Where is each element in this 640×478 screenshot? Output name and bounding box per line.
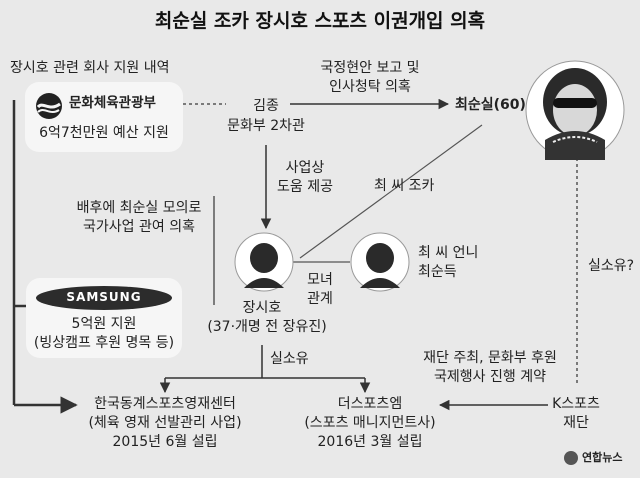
owner-label: 실소유 bbox=[270, 351, 309, 367]
contract-line-2: 국제행사 진행 계약 bbox=[434, 369, 546, 385]
report-line-2: 인사청탁 의혹 bbox=[329, 79, 411, 95]
owner-question-label: 실소유? bbox=[588, 258, 635, 274]
samsung-support-note: (빙상캠프 후원 명목 등) bbox=[33, 335, 175, 351]
suspicion-line-1: 배후에 최순실 모의로 bbox=[76, 200, 202, 216]
suspicion-line-2: 국가사업 관여 의혹 bbox=[83, 219, 195, 235]
samsung-logo: SAMSUNG bbox=[36, 286, 172, 310]
the-sports-m-type: (스포츠 매니지먼트사) bbox=[304, 415, 436, 431]
the-sports-m-founded: 2016년 3월 설립 bbox=[317, 434, 423, 450]
samsung-box: SAMSUNG 5억원 지원 (빙상캠프 후원 명목 등) bbox=[26, 278, 182, 358]
samsung-support-amount: 5억원 지원 bbox=[71, 316, 137, 332]
ministry-emblem-icon bbox=[36, 93, 62, 119]
business-help-line-2: 도움 제공 bbox=[277, 179, 333, 195]
jangsiho-silhouette-icon bbox=[234, 232, 294, 292]
credit-label: 연합뉴스 bbox=[582, 451, 623, 464]
jangsiho-name: 장시호 bbox=[242, 300, 282, 316]
credit-logo-icon bbox=[564, 451, 578, 465]
business-help-line-1: 사업상 bbox=[285, 160, 325, 176]
choi-soonsil-photo bbox=[525, 60, 625, 160]
sister-line-1: 최 씨 언니 bbox=[418, 245, 479, 261]
kimjong-name: 김종 bbox=[253, 98, 279, 114]
relation-line-1: 모녀 bbox=[307, 272, 333, 288]
relation-line-2: 관계 bbox=[307, 291, 333, 307]
niece-label: 최 씨 조카 bbox=[374, 178, 435, 194]
kidol-center-founded: 2015년 6월 설립 bbox=[112, 434, 218, 450]
kimjong-title: 문화부 2차관 bbox=[227, 118, 305, 134]
choi-soonsil-label: 최순실(60) bbox=[455, 97, 526, 113]
ministry-support: 6억7천만원 예산 지원 bbox=[39, 125, 169, 141]
ministry-name: 문화체육관광부 bbox=[69, 95, 156, 111]
kidol-center-name: 한국동계스포츠영재센터 bbox=[94, 396, 236, 412]
ministry-box: 문화체육관광부 6억7천만원 예산 지원 bbox=[25, 82, 183, 152]
report-line-1: 국정현안 보고 및 bbox=[320, 60, 420, 76]
contract-line-1: 재단 주최, 문화부 후원 bbox=[423, 350, 557, 366]
k-sports-type: 재단 bbox=[563, 415, 589, 431]
page-title: 최순실 조카 장시호 스포츠 이권개입 의혹 bbox=[154, 10, 486, 32]
support-heading: 장시호 관련 회사 지원 내역 bbox=[10, 60, 170, 76]
the-sports-m-name: 더스포츠엠 bbox=[337, 396, 403, 412]
sister-line-2: 최순득 bbox=[418, 264, 457, 280]
sister-silhouette-icon bbox=[350, 232, 410, 292]
jangsiho-former-name: (37·개명 전 장유진) bbox=[207, 319, 327, 335]
kidol-center-business: (체육 영재 선발관리 사업) bbox=[88, 415, 242, 431]
samsung-logo-text: SAMSUNG bbox=[66, 290, 142, 304]
niece-line bbox=[299, 124, 483, 259]
k-sports-name: K스포츠 bbox=[552, 396, 600, 412]
